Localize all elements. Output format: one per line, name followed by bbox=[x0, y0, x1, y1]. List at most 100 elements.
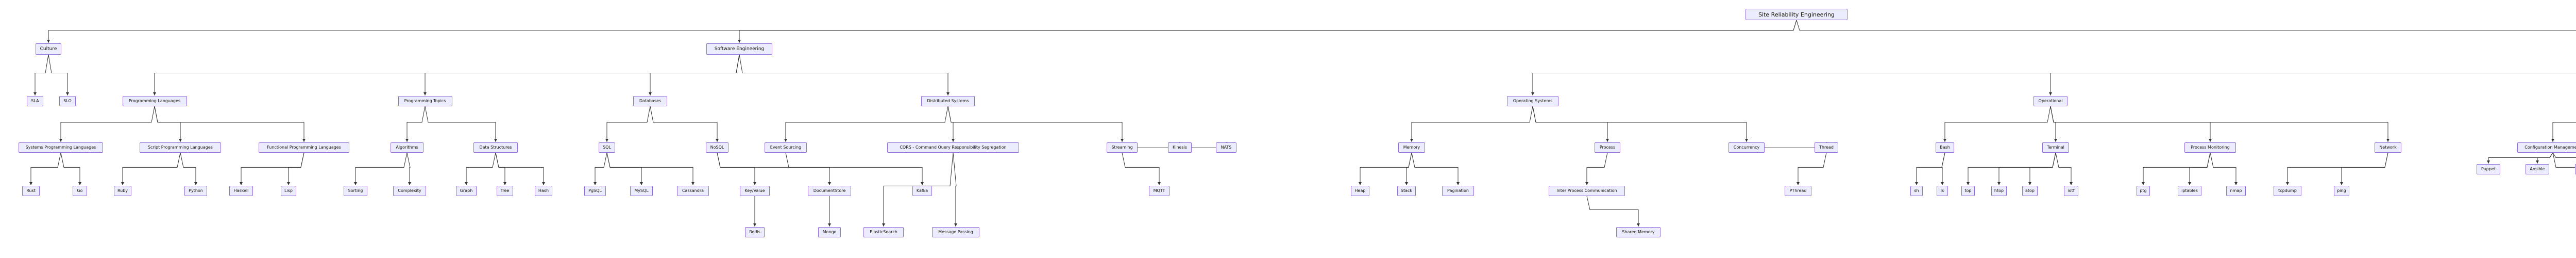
node-syslang[interactable]: Systems Programming Languages bbox=[19, 142, 103, 153]
node-funclang[interactable]: Functional Programming Languages bbox=[259, 142, 349, 153]
node-algorithms[interactable]: Algorithms bbox=[391, 142, 423, 153]
node-sla[interactable]: SLA bbox=[27, 96, 43, 106]
node-ipc[interactable]: Inter Process Communication bbox=[1549, 186, 1625, 196]
edge-cqrs-to-messagepassing bbox=[953, 152, 957, 227]
node-kafka[interactable]: Kafka bbox=[912, 186, 932, 196]
node-sorting[interactable]: Sorting bbox=[344, 186, 367, 196]
node-label: Heap bbox=[1354, 188, 1366, 193]
node-puppet[interactable]: Puppet bbox=[2477, 164, 2500, 174]
node-nats[interactable]: NATS bbox=[1216, 142, 1236, 153]
node-label: Network bbox=[2379, 145, 2397, 150]
node-eventsourcing[interactable]: Event Sourcing bbox=[765, 142, 807, 153]
node-ls[interactable]: ls bbox=[1937, 186, 1948, 196]
node-label: Key/Value bbox=[744, 188, 765, 193]
node-stack[interactable]: Stack bbox=[1397, 186, 1416, 196]
node-haskell[interactable]: Haskell bbox=[229, 186, 253, 196]
node-atop[interactable]: atop bbox=[2022, 186, 2038, 196]
node-sre[interactable]: Site Reliability Engineering bbox=[1745, 9, 1848, 20]
node-thread[interactable]: Thread bbox=[1815, 142, 1838, 153]
edge-culture-to-sla bbox=[33, 54, 49, 95]
node-tcpdump[interactable]: tcpdump bbox=[2274, 186, 2301, 196]
node-streaming[interactable]: Streaming bbox=[1107, 142, 1138, 153]
node-nosql[interactable]: NoSQL bbox=[706, 142, 728, 153]
node-cfgmgmt[interactable]: Configuration Management bbox=[2517, 142, 2576, 153]
node-cassandra[interactable]: Cassandra bbox=[677, 186, 709, 196]
node-lisp[interactable]: Lisp bbox=[281, 186, 296, 196]
edge-terminal-to-atop bbox=[2028, 152, 2056, 185]
node-python[interactable]: Python bbox=[184, 186, 207, 196]
node-chef[interactable]: Chef bbox=[2575, 164, 2576, 174]
node-process[interactable]: Process bbox=[1595, 142, 1620, 153]
node-documentstore[interactable]: DocumentStore bbox=[808, 186, 851, 196]
node-sh[interactable]: sh bbox=[1910, 186, 1923, 196]
node-label: Kinesis bbox=[1172, 145, 1188, 150]
node-operational[interactable]: Operational bbox=[2033, 96, 2067, 106]
node-os[interactable]: Operating Systems bbox=[1507, 96, 1558, 106]
node-ansible[interactable]: Ansible bbox=[2526, 164, 2549, 174]
node-memory[interactable]: Memory bbox=[1398, 142, 1425, 153]
node-complexity[interactable]: Complexity bbox=[393, 186, 426, 196]
node-heap[interactable]: Heap bbox=[1351, 186, 1369, 196]
node-ruby[interactable]: Ruby bbox=[114, 186, 131, 196]
node-label: Hash bbox=[538, 188, 549, 193]
node-label: Event Sourcing bbox=[770, 145, 802, 150]
node-tree[interactable]: Tree bbox=[497, 186, 513, 196]
node-pagination[interactable]: Pagination bbox=[1442, 186, 1474, 196]
edge-procmon-to-ptg bbox=[2142, 152, 2211, 185]
node-cqrs[interactable]: CQRS - Command Query Responsibility Segr… bbox=[887, 142, 1019, 153]
edge-ops-to-os bbox=[1531, 73, 2576, 95]
node-elasticsearch[interactable]: ElasticSearch bbox=[863, 227, 904, 237]
edge-ipc-to-sharedmemory bbox=[1586, 196, 1640, 227]
node-scriptlang[interactable]: Script Programming Languages bbox=[140, 142, 221, 153]
node-pgsql[interactable]: PgSQL bbox=[584, 186, 606, 196]
node-swe[interactable]: Software Engineering bbox=[706, 43, 772, 55]
edge-bash-to-sh bbox=[1915, 152, 1945, 185]
node-rust[interactable]: Rust bbox=[22, 186, 40, 196]
node-sql[interactable]: SQL bbox=[599, 142, 615, 153]
node-messagepassing[interactable]: Message Passing bbox=[932, 227, 979, 237]
node-slo[interactable]: SLO bbox=[59, 96, 76, 106]
node-nmap[interactable]: nmap bbox=[2226, 186, 2246, 196]
node-graph[interactable]: Graph bbox=[456, 186, 477, 196]
node-sharedmemory[interactable]: Shared Memory bbox=[1616, 227, 1660, 237]
edge-scriptlang-to-python bbox=[180, 152, 197, 185]
node-culture[interactable]: Culture bbox=[36, 43, 61, 55]
node-proglang[interactable]: Programming Languages bbox=[122, 96, 187, 106]
edge-terminal-to-htop bbox=[1997, 152, 2056, 185]
node-label: Ruby bbox=[117, 188, 128, 193]
node-label: Operational bbox=[2038, 99, 2063, 103]
node-mqtt[interactable]: MQTT bbox=[1149, 186, 1170, 196]
node-ptg[interactable]: ptg bbox=[2137, 186, 2150, 196]
edge-proglang-to-syslang bbox=[59, 106, 155, 142]
edge-nosql-to-keyvalue bbox=[717, 152, 756, 185]
node-iptf[interactable]: iotf bbox=[2064, 186, 2078, 196]
node-label: Shared Memory bbox=[1622, 230, 1655, 234]
node-procmon[interactable]: Process Monitoring bbox=[2184, 142, 2236, 153]
node-bash[interactable]: Bash bbox=[1936, 142, 1954, 153]
edge-process-to-ipc bbox=[1585, 152, 1608, 185]
node-label: Mongo bbox=[822, 230, 837, 234]
node-iptables[interactable]: iptables bbox=[2178, 186, 2201, 196]
node-hash[interactable]: Hash bbox=[535, 186, 552, 196]
node-label: top bbox=[1964, 188, 1972, 193]
node-htop[interactable]: htop bbox=[1991, 186, 2007, 196]
node-label: Stack bbox=[1400, 188, 1413, 193]
node-datastructures[interactable]: Data Structures bbox=[473, 142, 518, 153]
node-distsys[interactable]: Distributed Systems bbox=[921, 96, 975, 106]
node-kinesis[interactable]: Kinesis bbox=[1168, 142, 1192, 153]
node-progtopics[interactable]: Programming Topics bbox=[398, 96, 452, 106]
node-keyvalue[interactable]: Key/Value bbox=[740, 186, 770, 196]
node-redis[interactable]: Redis bbox=[745, 227, 765, 237]
node-databases[interactable]: Databases bbox=[633, 96, 667, 106]
node-terminal[interactable]: Terminal bbox=[2042, 142, 2069, 153]
node-mysql[interactable]: MySQL bbox=[630, 186, 653, 196]
node-label: Rust bbox=[26, 188, 36, 193]
node-mongo[interactable]: Mongo bbox=[818, 227, 841, 237]
node-concurrency[interactable]: Concurrency bbox=[1728, 142, 1765, 153]
node-go[interactable]: Go bbox=[73, 186, 87, 196]
node-network2[interactable]: Network bbox=[2375, 142, 2401, 153]
node-ptthread[interactable]: PThread bbox=[1785, 186, 1811, 196]
node-top[interactable]: top bbox=[1961, 186, 1975, 196]
node-ping[interactable]: ping bbox=[2334, 186, 2349, 196]
